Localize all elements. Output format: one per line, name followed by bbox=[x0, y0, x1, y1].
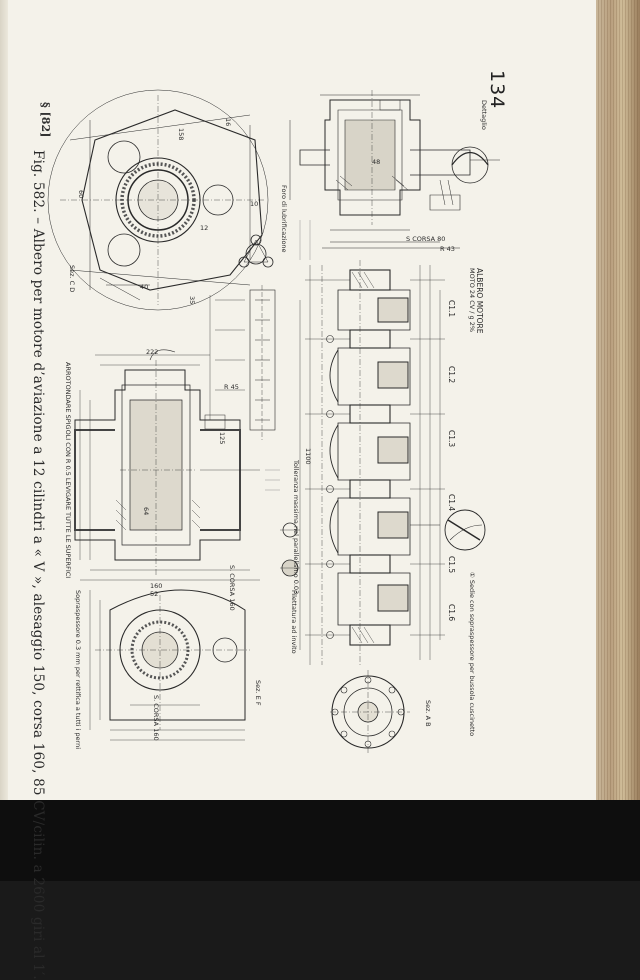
dim-52: 52 bbox=[150, 590, 159, 598]
engineering-drawing bbox=[47, 89, 500, 755]
section-detail-column bbox=[209, 285, 300, 577]
title-block-label: ALBERO MOTORE bbox=[475, 268, 484, 334]
dim-160: 160 bbox=[150, 582, 163, 590]
detail-label: Dettaglio bbox=[480, 100, 488, 130]
section-ef-label: Sez. E F bbox=[254, 680, 262, 706]
figure-caption: Fig. 582. – Albero per motore d’aviazion… bbox=[30, 150, 46, 980]
figure-prefix: § [82] bbox=[39, 102, 52, 138]
note-sopraspessore: Sopraspessore 0.3 mm per rettifica a tut… bbox=[74, 590, 82, 750]
page-number: 134 bbox=[486, 70, 508, 110]
bushing-note: ① Sedie con sopraspessore per bussola cu… bbox=[468, 572, 476, 737]
journal-label-3: C1.3 bbox=[447, 430, 456, 448]
book-edge bbox=[596, 0, 640, 805]
dim-40: 40 bbox=[140, 283, 149, 291]
note-filetto: Filettatura ad invito bbox=[290, 590, 298, 654]
scan-background bbox=[0, 800, 640, 881]
dim-35: 35 bbox=[188, 296, 196, 305]
dim-158: 158 bbox=[177, 128, 185, 141]
stroke-label-top: S CORSA 80 bbox=[406, 235, 446, 243]
crank-throw-section bbox=[74, 349, 260, 581]
dim-222: 222 bbox=[146, 348, 159, 356]
note-tolleranza: Tolleranza massima nel parallelismo 0.03 bbox=[292, 460, 300, 595]
note-arrotondare: ARROTONDARE SPIGOLI CON R 0.5 LEVIGARE T… bbox=[64, 362, 72, 579]
stroke-label-middle: S. CORSA 160 bbox=[228, 565, 236, 611]
dim-1100: 1100 bbox=[304, 448, 312, 465]
material-label: MOTO 24 CV / g 2% bbox=[468, 268, 476, 333]
page-gutter bbox=[0, 0, 8, 805]
journal-label-5: C1.5 bbox=[447, 556, 456, 574]
dim-12: 12 bbox=[200, 224, 209, 232]
dim-r45: R 45 bbox=[224, 383, 239, 391]
web-end-view bbox=[47, 89, 269, 311]
flange-end-view bbox=[330, 670, 410, 755]
section-ab-label: Sez. A B bbox=[424, 700, 432, 727]
firing-order-diagram bbox=[238, 234, 274, 268]
dim-r43: R 43 bbox=[440, 245, 455, 253]
paper-background bbox=[0, 0, 612, 800]
section-cd-label: Sez. C D bbox=[68, 265, 76, 293]
crankshaft-main-view bbox=[299, 260, 486, 665]
book-edge-texture bbox=[598, 0, 638, 805]
web-end-view-2 bbox=[89, 589, 250, 741]
dim-60: 60 bbox=[77, 190, 85, 199]
dim-16: 16 bbox=[224, 118, 232, 127]
stroke-label-bottom: S. CORSA 160 bbox=[152, 695, 160, 741]
dim-64: 64 bbox=[142, 507, 150, 516]
dim-10: 10 bbox=[250, 200, 259, 208]
note-foro: Foro di lubrificazione bbox=[280, 185, 288, 253]
journal-label-4: C1.4 bbox=[447, 494, 456, 512]
journal-label-1: C1.1 bbox=[447, 300, 456, 318]
journal-label-6: C1.6 bbox=[447, 604, 456, 622]
dim-48: 48 bbox=[372, 158, 381, 166]
journal-label-2: C1.2 bbox=[447, 366, 456, 384]
front-end-section bbox=[289, 90, 500, 249]
dim-125: 125 bbox=[218, 432, 226, 445]
